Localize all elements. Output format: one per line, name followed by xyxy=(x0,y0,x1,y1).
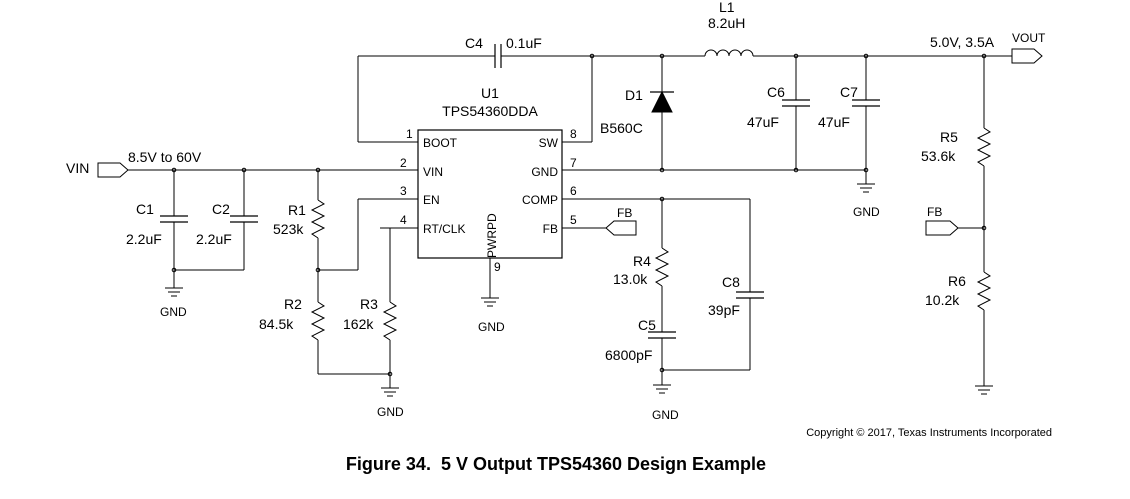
c8-value: 39pF xyxy=(708,302,740,318)
gnd-label-output: GND xyxy=(853,205,880,219)
c4-ref: C4 xyxy=(465,35,483,51)
capacitor-c2: C2 2.2uF xyxy=(196,170,258,270)
c6-value: 47uF xyxy=(747,114,779,130)
capacitor-c7: C7 47uF xyxy=(818,56,880,170)
r1-value: 523k xyxy=(273,221,304,237)
c2-value: 2.2uF xyxy=(196,231,232,247)
c1-value: 2.2uF xyxy=(126,231,162,247)
resistor-r2: R2 84.5k xyxy=(259,270,326,374)
r2-value: 84.5k xyxy=(259,316,294,332)
gnd-label-input: GND xyxy=(160,305,187,319)
pin-sw-name: SW xyxy=(539,136,559,150)
fb-port-arrow-ic xyxy=(605,220,637,236)
c6-ref: C6 xyxy=(767,84,785,100)
pin-gnd-num: 7 xyxy=(570,156,577,170)
pwrpd-ground: GND xyxy=(478,297,505,334)
input-ground: GND xyxy=(160,267,244,319)
c5-ref: C5 xyxy=(638,317,656,333)
r3-ref: R3 xyxy=(360,296,378,312)
pin-rt-num: 4 xyxy=(400,213,407,227)
gnd-net: GND xyxy=(592,167,880,219)
ic-ref: U1 xyxy=(481,85,499,101)
r1-ref: R1 xyxy=(288,202,306,218)
vout-spec-label: 5.0V, 3.5A xyxy=(930,34,995,50)
r4-ref: R4 xyxy=(633,253,651,269)
ic-part: TPS54360DDA xyxy=(442,103,538,119)
diode-d1: D1 B560C xyxy=(600,56,674,170)
d1-ref: D1 xyxy=(625,87,643,103)
c7-value: 47uF xyxy=(818,114,850,130)
c1-ref: C1 xyxy=(136,201,154,217)
pin-gnd-name: GND xyxy=(531,165,558,179)
gnd-label-r3: GND xyxy=(377,405,404,419)
pin-boot-num: 1 xyxy=(406,127,413,141)
r6-ref: R6 xyxy=(948,273,966,289)
c8-ref: C8 xyxy=(722,274,740,290)
fb-port-arrow-divider xyxy=(925,220,959,236)
c2-ref: C2 xyxy=(212,201,230,217)
pin-vin-num: 2 xyxy=(400,156,407,170)
vout-port-arrow xyxy=(1011,48,1043,64)
r2-ref: R2 xyxy=(284,296,302,312)
vin-port-arrow xyxy=(97,162,129,178)
fb-label-ic: FB xyxy=(617,206,632,220)
copyright-notice: Copyright © 2017, Texas Instruments Inco… xyxy=(806,427,1052,439)
d1-value: B560C xyxy=(600,120,643,136)
en-net xyxy=(315,198,380,273)
r5-ref: R5 xyxy=(940,129,958,145)
r5-value: 53.6k xyxy=(921,148,956,164)
pin-comp-name: COMP xyxy=(522,193,558,207)
pin-rt-name: RT/CLK xyxy=(423,222,465,236)
pin-sw-num: 8 xyxy=(570,127,577,141)
comp-network: GND R4 13.0k C5 6800pF C8 39pF xyxy=(592,196,764,422)
pin-vin-name: VIN xyxy=(423,165,443,179)
capacitor-c6: C6 47uF xyxy=(747,56,810,170)
pin-en-num: 3 xyxy=(400,184,407,198)
l1-value: 8.2uH xyxy=(708,15,745,31)
capacitor-c1: C1 2.2uF xyxy=(126,170,188,270)
pin-boot-name: BOOT xyxy=(423,136,458,150)
boot-capacitor-c4: C4 0.1uF xyxy=(357,35,705,143)
vin-input: VIN 8.5V to 60V xyxy=(66,149,418,178)
resistor-r1: R1 523k xyxy=(273,170,326,270)
gnd-label-ic: GND xyxy=(478,320,505,334)
c7-ref: C7 xyxy=(840,84,858,100)
pin-fb-num: 5 xyxy=(570,213,577,227)
pin-en-name: EN xyxy=(423,193,440,207)
figure-caption: Figure 34. 5 V Output TPS54360 Design Ex… xyxy=(346,454,766,474)
r6-value: 10.2k xyxy=(925,292,960,308)
r2-r3-ground: GND xyxy=(318,371,404,419)
vout-output: 5.0V, 3.5A VOUT xyxy=(930,31,1046,64)
c5-value: 6800pF xyxy=(605,347,652,363)
pin-comp-num: 6 xyxy=(570,184,577,198)
feedback-divider: FB R5 53.6k R6 10.2k xyxy=(921,56,993,395)
c4-value: 0.1uF xyxy=(506,35,542,51)
pin-pwrpd-num: 9 xyxy=(494,260,501,274)
vin-range-label: 8.5V to 60V xyxy=(128,149,202,165)
pin-pwrpd-name: PWRPD xyxy=(485,213,499,258)
ic-u1: U1 TPS54360DDA BOOT VIN EN RT/CLK SW GND… xyxy=(380,85,592,298)
fb-port-ic: FB xyxy=(592,206,637,236)
vin-label: VIN xyxy=(66,160,89,176)
gnd-label-comp: GND xyxy=(652,408,679,422)
fb-label-divider: FB xyxy=(927,205,942,219)
l1-ref: L1 xyxy=(719,0,735,15)
vout-label: VOUT xyxy=(1012,31,1046,45)
pin-fb-name: FB xyxy=(543,222,558,236)
r3-value: 162k xyxy=(343,316,374,332)
resistor-r3: R3 162k xyxy=(343,227,398,374)
r4-value: 13.0k xyxy=(613,271,648,287)
